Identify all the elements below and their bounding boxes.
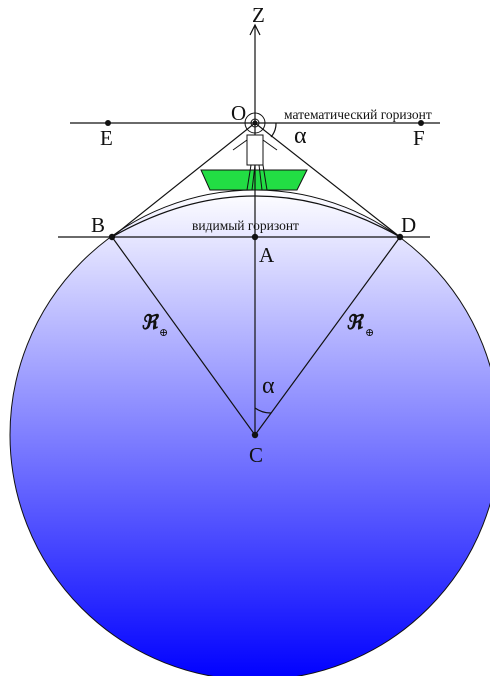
earth-circle bbox=[9, 189, 490, 676]
alpha-label-center: α bbox=[262, 373, 275, 399]
visible-horizon-label: видимый горизонт bbox=[192, 218, 299, 233]
tangent-line-left bbox=[111, 122, 256, 238]
point-B bbox=[108, 233, 116, 241]
point-F bbox=[418, 120, 424, 126]
label-B: B bbox=[91, 213, 105, 237]
radius-line-right bbox=[254, 236, 401, 436]
earth-symbol-right: ⊕ bbox=[365, 327, 374, 339]
alpha-arc-center bbox=[254, 407, 272, 414]
point-D bbox=[396, 233, 404, 241]
point-E bbox=[105, 120, 111, 126]
ground-patch bbox=[200, 169, 308, 191]
label-E: E bbox=[100, 126, 113, 150]
radius-symbol-left: ℜ bbox=[141, 312, 160, 334]
label-C: C bbox=[249, 443, 263, 467]
alpha-label-top: α bbox=[294, 123, 307, 149]
observer-figure bbox=[232, 112, 278, 191]
label-F: F bbox=[413, 126, 425, 150]
tangent-line-right bbox=[254, 122, 401, 238]
label-A: A bbox=[259, 243, 275, 267]
label-O: O bbox=[231, 101, 246, 125]
point-C bbox=[251, 431, 259, 439]
radius-symbol-right: ℜ bbox=[346, 312, 365, 334]
label-D: D bbox=[401, 213, 416, 237]
alpha-arc-top bbox=[270, 122, 277, 138]
z-axis-arrow bbox=[249, 23, 261, 36]
radius-line-left bbox=[111, 236, 256, 436]
earth-symbol-left: ⊕ bbox=[159, 327, 168, 339]
point-A bbox=[251, 233, 259, 241]
radius-label-right: ℜ ⊕ bbox=[346, 312, 374, 339]
math-horizon-label: математический горизонт bbox=[284, 107, 432, 122]
z-axis-label: Z bbox=[252, 3, 265, 27]
radius-label-left: ℜ ⊕ bbox=[141, 312, 168, 339]
point-O bbox=[252, 120, 258, 126]
